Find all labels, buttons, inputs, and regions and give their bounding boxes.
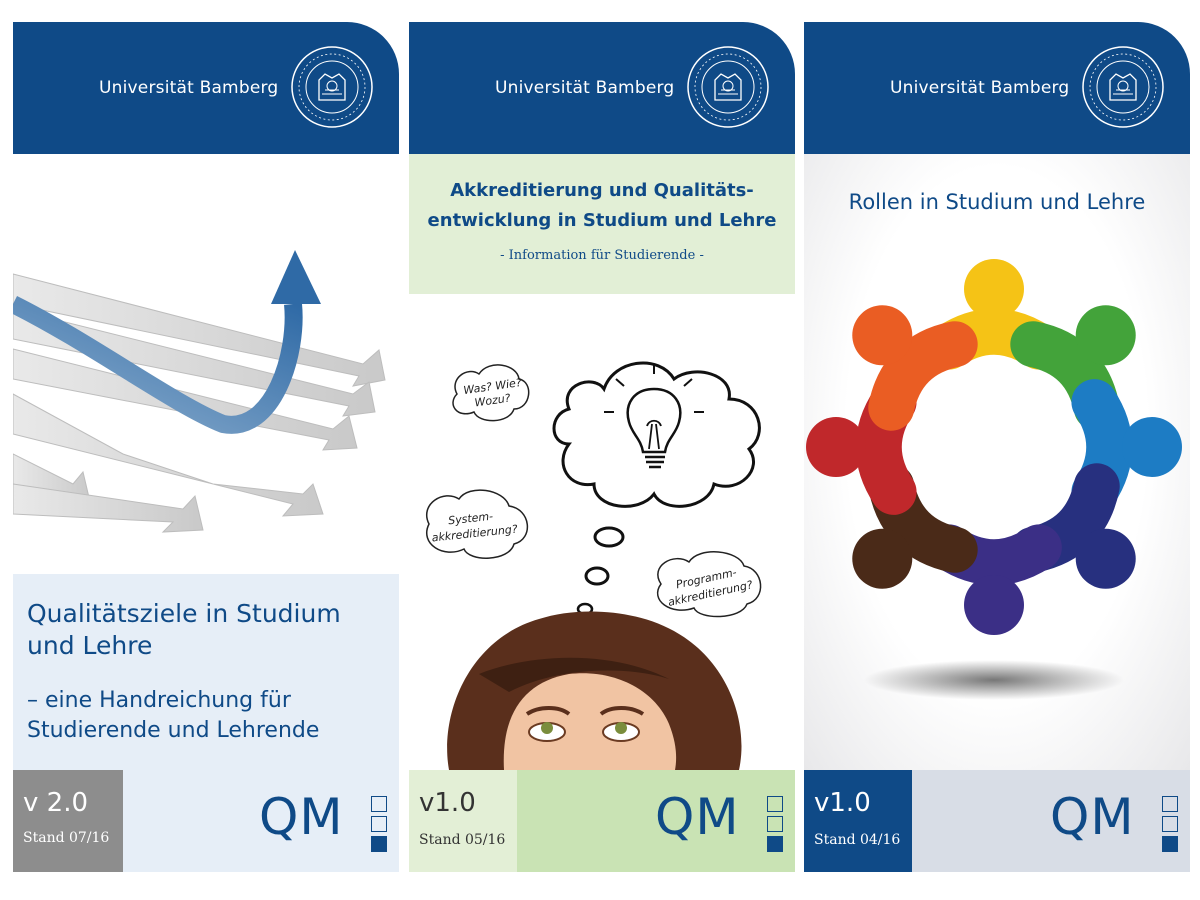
university-name: Universität Bamberg [890,78,1070,98]
person-head [964,259,1024,319]
cover-title-line1: Akkreditierung und Qualitäts- [450,180,754,201]
person-head [1122,417,1182,477]
footer-bar: v 2.0 Stand 07/16 QM [13,770,399,872]
header-bar: Universität Bamberg [13,22,399,154]
qm-squares-icon [1162,796,1182,856]
qm-squares-icon [371,796,391,856]
university-name: Universität Bamberg [495,78,675,98]
title-box: Qualitätsziele in Studium und Lehre – ei… [13,574,399,770]
thinking-woman-lightbulb: Was? Wie? Wozu? System- akkreditierung? … [426,361,762,770]
person-head [852,305,913,366]
version-box: v1.0 Stand 05/16 [409,770,517,872]
rising-arrow-illustration [13,250,386,533]
stand-label: Stand 04/16 [814,832,901,848]
qm-logo: QM [655,788,740,846]
cover-title: Akkreditierung und Qualitäts- entwicklun… [419,176,785,236]
header-bar: Universität Bamberg [409,22,795,154]
version-label: v 2.0 [23,788,88,818]
cover-title-line2: entwicklung in Studium und Lehre [427,210,777,231]
brochure-cover-akkreditierung[interactable]: Universität Bamberg Akkreditierung und Q… [409,22,795,872]
person-head [852,528,913,589]
person-head [806,417,866,477]
qm-logo: QM [1050,788,1135,846]
person-head [1075,528,1136,589]
brochure-cover-qualitaetsziele[interactable]: Universität Bamberg Qualitätsziele [13,22,399,872]
colorful-people-circle [806,259,1182,700]
stand-label: Stand 07/16 [23,830,110,846]
cover-title: Rollen in Studium und Lehre [848,190,1146,214]
university-name: Universität Bamberg [99,78,279,98]
version-label: v1.0 [814,788,871,818]
version-box: v 2.0 Stand 07/16 [13,770,123,872]
version-box: v1.0 Stand 04/16 [804,770,912,872]
person-body [868,321,978,431]
university-seal-icon [1082,46,1164,128]
person-head [1075,305,1136,366]
title-box: Akkreditierung und Qualitäts- entwicklun… [409,154,795,294]
svg-text:Wozu?: Wozu? [474,392,512,410]
person-head [964,575,1024,635]
cover-subtitle: – eine Handreichung für Studierende und … [27,688,320,743]
university-seal-icon [687,46,769,128]
brochure-cover-rollen[interactable]: Universität Bamberg Rollen in Studium un… [804,22,1190,872]
footer-bar: v1.0 Stand 05/16 QM [409,770,795,872]
cover-info: - Information für Studierende - [500,248,704,263]
footer-bar: v1.0 Stand 04/16 QM [804,770,1190,872]
svg-text:System-: System- [448,510,494,528]
university-seal-icon [291,46,373,128]
cover-title: Qualitätsziele in Studium und Lehre [27,599,341,660]
stand-label: Stand 05/16 [419,832,506,848]
header-bar: Universität Bamberg [804,22,1190,154]
qm-squares-icon [767,796,787,856]
version-label: v1.0 [419,788,476,818]
qm-logo: QM [259,788,344,846]
